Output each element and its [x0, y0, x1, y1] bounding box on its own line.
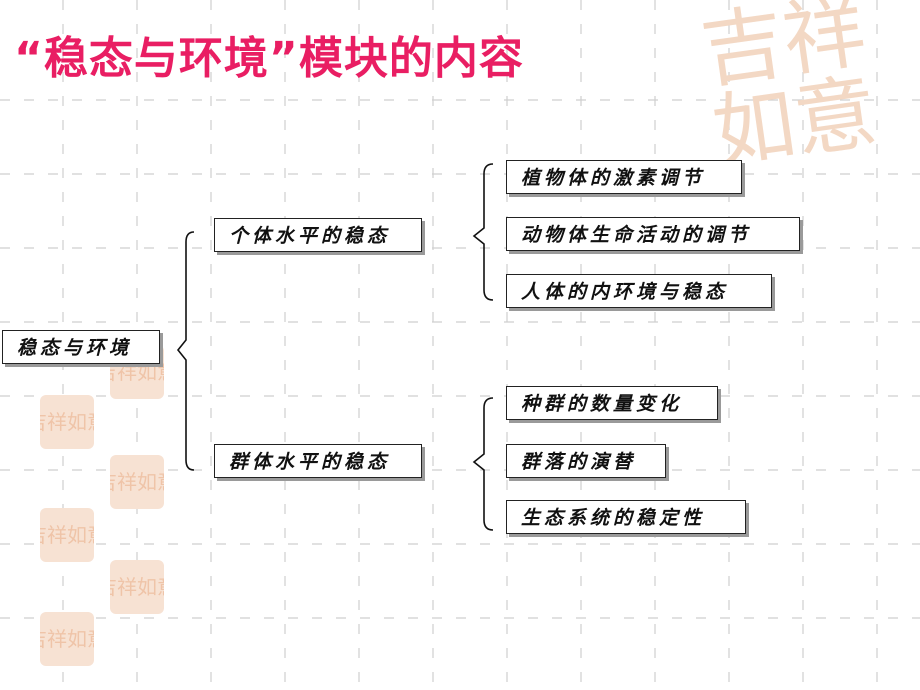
leaf-node: 动物体生命活动的调节 [506, 217, 800, 251]
seal-watermark-small: 吉祥如意 [110, 455, 164, 509]
seal-text: 吉祥如意 [40, 410, 94, 434]
branch-bracket [472, 397, 494, 531]
leaf-node: 植物体的激素调节 [506, 160, 742, 194]
seal-watermark-small: 吉祥如意 [40, 508, 94, 562]
root-bracket [176, 231, 195, 471]
seal-text: 吉祥如意 [110, 575, 164, 599]
leaf-node: 生态系统的稳定性 [506, 500, 746, 534]
seal-watermark-small: 吉祥如意 [40, 395, 94, 449]
seal-text: 吉祥如意 [40, 627, 94, 651]
root-node: 稳态与环境 [2, 330, 160, 364]
branch-node-population: 群体水平的稳态 [214, 444, 422, 478]
seal-watermark-small: 吉祥如意 [110, 560, 164, 614]
page-title: “稳态与环境”模块的内容 [14, 33, 524, 84]
seal-text: 吉祥如意 [40, 523, 94, 547]
leaf-node: 人体的内环境与稳态 [506, 274, 772, 308]
seal-text: 吉祥如意 [110, 360, 164, 384]
seal-text: 吉祥如意 [110, 470, 164, 494]
leaf-node: 种群的数量变化 [506, 386, 718, 420]
branch-node-individual: 个体水平的稳态 [214, 218, 422, 252]
branch-bracket [472, 163, 494, 301]
leaf-node: 群落的演替 [506, 444, 666, 478]
seal-watermark-small: 吉祥如意 [40, 612, 94, 666]
seal-watermark-small: 吉祥如意 [110, 345, 164, 399]
